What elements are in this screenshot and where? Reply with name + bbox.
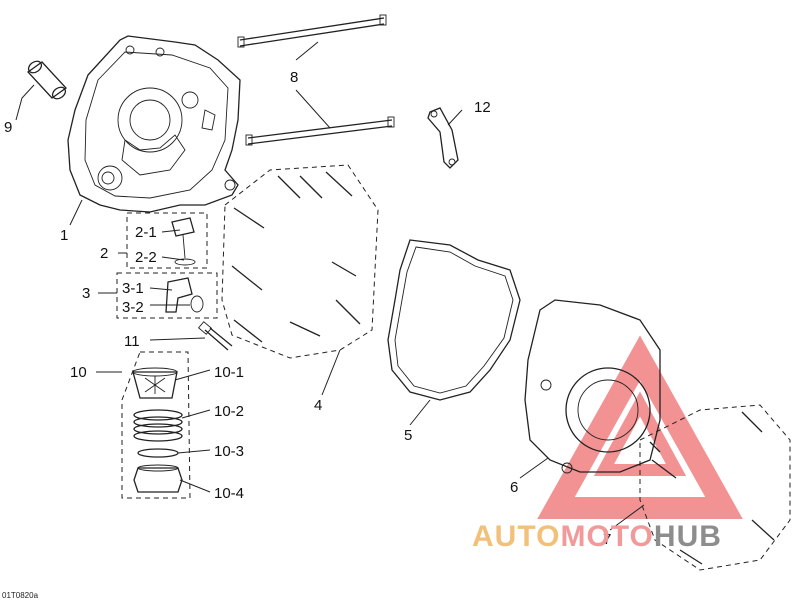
diagram-code: 01T0820a: [2, 591, 39, 600]
bolt-set-part-4: [221, 164, 379, 359]
label-2-1: 2-1: [135, 224, 157, 241]
watermark-moto: MOTO: [560, 520, 654, 553]
cover-part-6: [524, 299, 661, 474]
watermark-text: AUTOMOTOHUB: [472, 520, 722, 554]
label-7: 7: [603, 531, 611, 548]
leader-lines: [15, 41, 645, 531]
elbow-assembly-part-3: [116, 272, 218, 319]
watermark-logo: [537, 335, 743, 519]
filter-assembly-part-10: [121, 351, 191, 499]
watermark-auto: AUTO: [472, 520, 561, 553]
label-10-3: 10-3: [214, 443, 244, 460]
oil-cap-assembly-part-2: [126, 212, 208, 269]
label-5: 5: [404, 427, 412, 444]
label-4: 4: [314, 397, 322, 414]
rod-part-8: [237, 14, 395, 146]
label-10-2: 10-2: [214, 403, 244, 420]
label-3-1: 3-1: [122, 280, 144, 297]
label-8: 8: [290, 69, 298, 86]
label-10-1: 10-1: [214, 364, 244, 381]
bolt-set-part-7: [639, 404, 791, 571]
crankcase-part-1: [67, 35, 241, 213]
label-12: 12: [474, 99, 491, 116]
bracket-part-12: [427, 107, 459, 169]
label-10: 10: [70, 364, 87, 381]
gasket-part-5: [387, 239, 521, 401]
label-2-2: 2-2: [135, 249, 157, 266]
label-10-4: 10-4: [214, 485, 244, 502]
label-6: 6: [510, 479, 518, 496]
label-3-2: 3-2: [122, 299, 144, 316]
part-labels: 1 9 8 12 2 2-1 2-2 3 3-1 3-2 11 10 10-1 …: [4, 69, 611, 548]
tube-part-9: [27, 60, 67, 100]
label-9: 9: [4, 119, 12, 136]
label-1: 1: [60, 227, 68, 244]
label-3: 3: [82, 285, 90, 302]
label-11: 11: [124, 333, 140, 350]
watermark-hub: HUB: [653, 520, 722, 553]
label-2: 2: [100, 245, 108, 262]
bolt-part-11: [197, 321, 233, 351]
